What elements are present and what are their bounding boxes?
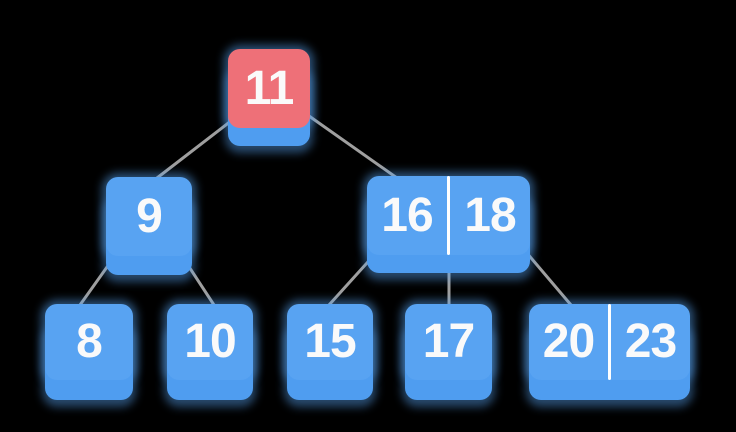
- key-divider: [447, 176, 450, 255]
- node-9: 9: [106, 177, 192, 256]
- node-key: 17: [422, 315, 475, 368]
- node-key: 8: [76, 315, 103, 368]
- tree-edge-node-9-to-node-10: [178, 251, 216, 307]
- key-divider: [608, 304, 611, 380]
- node-key: 10: [184, 315, 236, 368]
- node-key: 23: [624, 315, 677, 368]
- tree-edge-node-16-18-to-node-15: [327, 251, 378, 307]
- node-key: 20: [542, 315, 595, 368]
- node-key: 16: [381, 188, 433, 242]
- node-10: 10: [167, 304, 253, 380]
- node-15: 15: [287, 304, 373, 380]
- tree-edge-node-11-to-node-9: [155, 119, 233, 180]
- node-11: 11: [228, 49, 310, 128]
- tree-edge-node-9-to-node-8: [78, 251, 119, 307]
- node-17: 17: [405, 304, 492, 380]
- node-8: 8: [45, 304, 133, 380]
- tree-edge-node-16-18-to-node-20-23: [524, 250, 573, 307]
- tree-edge-node-11-to-node-16-18: [307, 114, 399, 180]
- node-key: 15: [304, 315, 356, 368]
- node-key: 11: [244, 61, 295, 115]
- node-key: 18: [464, 188, 516, 242]
- node-key: 9: [136, 189, 163, 243]
